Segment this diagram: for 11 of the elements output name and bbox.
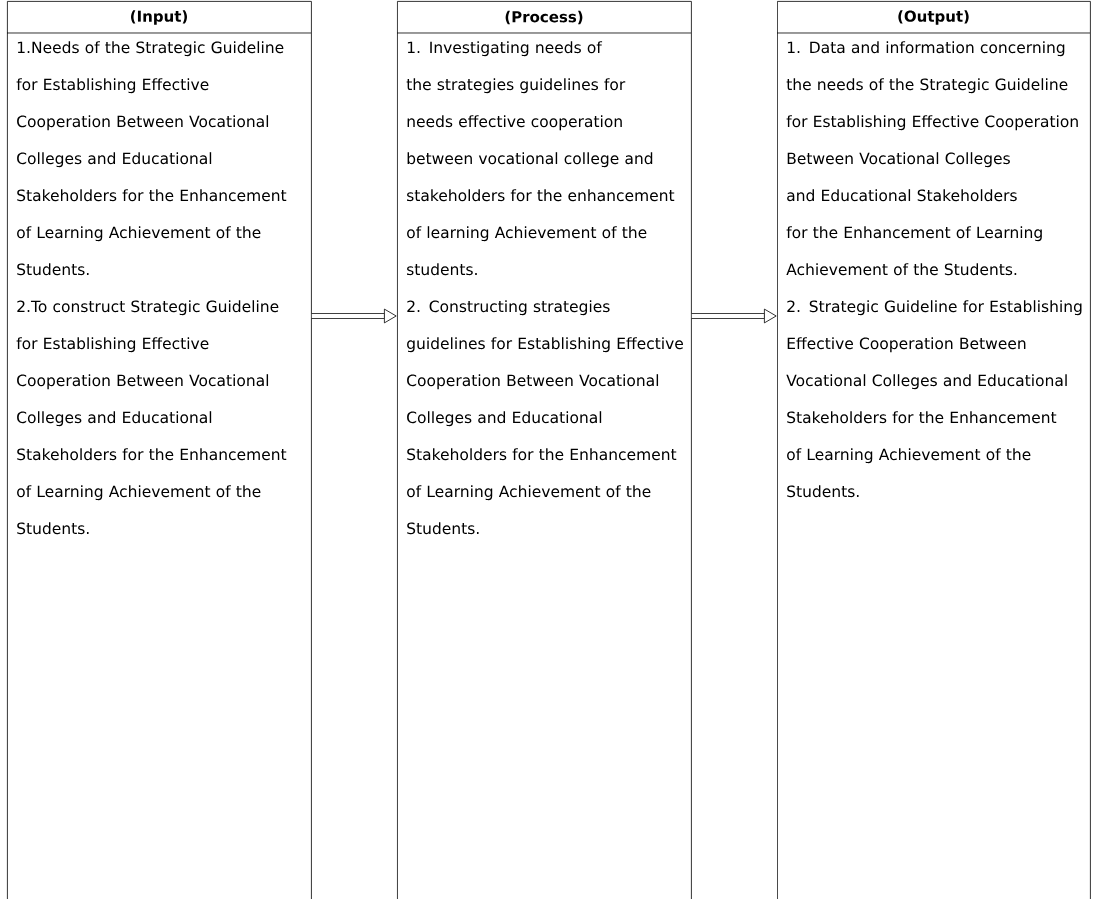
list-item: 1.Needs of the Strategic Guideline for Establishing Effective Cooperation Between Vocational Colleges and Educational Stakeholders for the Enhancement of Learning Achievement of the Students.	[16, 41, 287, 276]
column-box: (Output) 1. Data and information concerning the needs of the Strategic Guideline for Establishing Effective Cooperation Between Vocational Colleges and Educational Stakeholders for the Enhancement of Learning Achievement of the Students. 2. Strategic Guideline for Establishing Effective Cooperation Between Vocational Colleges and Educational Stakeholders for the Enhancement of Learning Achievement of the Students.	[776, 1, 1091, 899]
arrow	[691, 308, 777, 324]
list-item: 2. Constructing strategies guidelines for Establishing Effective Cooperation Between Vocational Colleges and Educational Stakeholders for the Enhancement of Learning Achievement of the Students.	[407, 300, 683, 535]
list-item: 1. Data and information concerning the needs of the Strategic Guideline for Establishing Effective Cooperation Between Vocational Colleges and Educational Stakeholders for the Enhancement of Learning Achievement of the Students.	[786, 41, 1078, 276]
column-box: (Process) 1. Investigating needs of the strategies guidelines for needs effective cooperation between vocational college and stakeholders for the enhancement of learning Achievement of the students. 2. Constructing strategies guidelines for Establishing Effective Cooperation Between Vocational Colleges and Educational Stakeholders for the Enhancement of Learning Achievement of the Students.	[396, 1, 692, 899]
column-box: (Input) 1.Needs of the Strategic Guideline for Establishing Effective Cooperation Between Vocational Colleges and Educational Stakeholders for the Enhancement of Learning Achievement of the Students. 2.To construct Strategic Guideline for Establishing Effective Cooperation Between Vocational Colleges and Educational Stakeholders for the Enhancement of Learning Achievement of the Students.	[6, 1, 312, 899]
arrow	[311, 308, 397, 324]
list-item: 2.To construct Strategic Guideline for Establishing Effective Cooperation Between Vocational Colleges and Educational Stakeholders for the Enhancement of Learning Achievement of the Students.	[16, 300, 287, 535]
list-item: 2. Strategic Guideline for Establishing Effective Cooperation Between Vocational Colleges and Educational Stakeholders for the Enhancement of Learning Achievement of the Students.	[786, 300, 1082, 498]
list-item: 1. Investigating needs of the strategies guidelines for needs effective cooperation between vocational college and stakeholders for the enhancement of learning Achievement of the students.	[406, 41, 675, 276]
